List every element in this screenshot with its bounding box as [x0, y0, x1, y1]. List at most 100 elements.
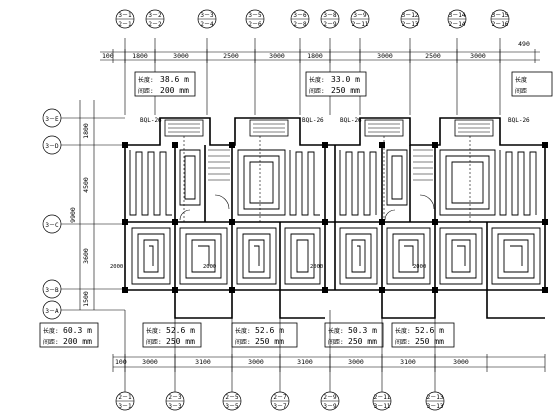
bubble-bottom-text: 2－11	[352, 21, 369, 28]
length-label: 长度	[515, 76, 527, 84]
loop-label-bottom-3: 长度: 52.6 m 间距: 250 mm	[231, 322, 298, 348]
length-value: 50.3 m	[348, 326, 377, 335]
axis-bubble: 3－C	[42, 214, 62, 234]
bubble-text: 3－B	[45, 287, 59, 294]
room-dim: 2000	[413, 264, 426, 270]
manifold: BQL-26	[340, 117, 404, 137]
dim-value: 3000	[377, 52, 393, 60]
room-dim: 2000	[110, 264, 123, 270]
bubble-top-text: 2－7	[273, 394, 287, 401]
axis-bubble: 3－B	[42, 279, 62, 299]
length-value: 38.6 m	[160, 75, 189, 84]
axis-bubble: 3－3 2－4	[197, 9, 217, 29]
dim-value: 3100	[195, 358, 211, 366]
room-dim: 2000	[203, 264, 216, 270]
axis-bubble: 3－15 2－16	[490, 9, 510, 29]
length-label: 长度:	[146, 327, 162, 335]
axis-bubble: 2－9 3－9	[320, 391, 340, 411]
bubble-top-text: 3－14	[449, 12, 466, 19]
dim-value: 1800	[132, 52, 148, 60]
bubble-text: 3－C	[45, 222, 59, 229]
bubble-top-text: 2－1	[118, 394, 132, 401]
spacing-label: 间距:	[395, 338, 411, 346]
spacing-value: 250 mm	[331, 86, 360, 95]
bubble-top-text: 2－5	[225, 394, 239, 401]
bubble-top-text: 3－8	[323, 12, 337, 19]
bubble-bottom-text: 3－3	[168, 403, 182, 410]
axis-bubble: 3－E	[42, 108, 62, 128]
bubble-top-text: 3－5	[248, 12, 262, 19]
bubble-bottom-text: 2－16	[492, 21, 509, 28]
dim-value: 2500	[223, 52, 239, 60]
bottom-axis-bubbles: 2－1 3－1 2－3 3－3 2－5 3－5 2－7 3－7 2－9 3－9 …	[115, 310, 445, 411]
spacing-label: 间距:	[328, 338, 344, 346]
dim-value: 3000	[453, 358, 469, 366]
top-dimension-line: 100 1800 3000 2500 3000 1800 3000 2500 3…	[100, 40, 540, 63]
bubble-top-text: 3－6	[293, 12, 307, 19]
dim-value: 1800	[82, 123, 90, 139]
building-walls	[122, 117, 548, 319]
loop-label-bottom-2: 长度: 52.6 m 间距: 250 mm	[142, 322, 202, 348]
axis-bubble: 3－D	[42, 135, 62, 155]
axis-bubble: 3－2 2－2	[145, 9, 165, 29]
length-value: 60.3 m	[63, 326, 92, 335]
bubble-bottom-text: 2－14	[449, 21, 466, 28]
axis-bubble: 3－1 2－1	[115, 9, 135, 29]
axis-bubble: 3－14 2－14	[447, 9, 467, 29]
bubble-top-text: 3－3	[200, 12, 214, 19]
dim-value: 9900	[69, 207, 77, 223]
manifold-tag: BQL-26	[340, 117, 362, 124]
dim-value: 1500	[82, 291, 90, 307]
spacing-label: 间距:	[235, 338, 251, 346]
manifold: BQL-26	[140, 117, 204, 137]
dim-value: 3000	[470, 52, 486, 60]
bubble-top-text: 3－2	[148, 12, 162, 19]
loop-label-top-2: 长度: 33.0 m 间距: 250 mm	[305, 71, 367, 97]
bubble-bottom-text: 2－8	[293, 21, 307, 28]
spacing-label: 间距:	[309, 87, 325, 95]
bubble-bottom-text: 2－4	[200, 21, 214, 28]
axis-bubble: 3－9 2－11	[350, 9, 370, 29]
room-dim: 2000	[310, 264, 323, 270]
length-label: 长度:	[309, 76, 325, 84]
spacing-label: 间距:	[146, 338, 162, 346]
bubble-bottom-text: 2－6	[248, 21, 262, 28]
length-value: 52.6 m	[415, 326, 444, 335]
axis-bubble: 3－A	[42, 300, 62, 320]
bubble-top-text: 3－15	[492, 12, 509, 19]
bubble-bottom-text: 3－5	[225, 403, 239, 410]
manifold-tag: BQL-26	[140, 117, 162, 124]
manifold: BQL-26	[454, 117, 530, 137]
dim-value: 100	[102, 52, 114, 60]
left-axis: 3－E 3－D 3－C 3－B 3－A 1800 4500 9900 3600 …	[42, 100, 125, 320]
length-label: 长度:	[138, 76, 154, 84]
spacing-label: 间距:	[138, 87, 154, 95]
manifold: BQL-26	[249, 117, 324, 137]
dim-value: 3000	[269, 52, 285, 60]
loop-label-top-1: 长度: 38.6 m 间距: 200 mm	[134, 71, 196, 97]
spacing-label: 间距:	[43, 338, 59, 346]
dim-value: 2500	[425, 52, 441, 60]
bubble-bottom-text: 3－13	[427, 403, 444, 410]
length-label: 长度:	[328, 327, 344, 335]
axis-bubble: 3－6 2－8	[290, 9, 310, 29]
length-label: 长度:	[395, 327, 411, 335]
dim-value: 3000	[142, 358, 158, 366]
spacing-label: 间距	[515, 87, 527, 95]
manifold-tag: BQL-26	[302, 117, 324, 124]
loop-label-bottom-1: 长度: 60.3 m 间距: 200 mm	[39, 322, 99, 348]
dim-value: 1800	[307, 52, 323, 60]
bubble-bottom-text: 2－1	[118, 21, 132, 28]
bubble-text: 3－D	[45, 143, 59, 150]
loop-label-bottom-4: 长度: 50.3 m 间距: 250 mm	[324, 322, 384, 348]
bubble-bottom-text: 3－7	[273, 403, 287, 410]
bubble-top-text: 3－1	[118, 12, 132, 19]
bubble-top-text: 3－9	[353, 12, 367, 19]
axis-bubble: 2－3 3－3	[165, 391, 185, 411]
bubble-bottom-text: 2－2	[148, 21, 162, 28]
length-value: 52.6 m	[166, 326, 195, 335]
axis-bubble: 2－1 3－1	[115, 391, 135, 411]
manifold-tag: BQL-26	[508, 117, 530, 124]
